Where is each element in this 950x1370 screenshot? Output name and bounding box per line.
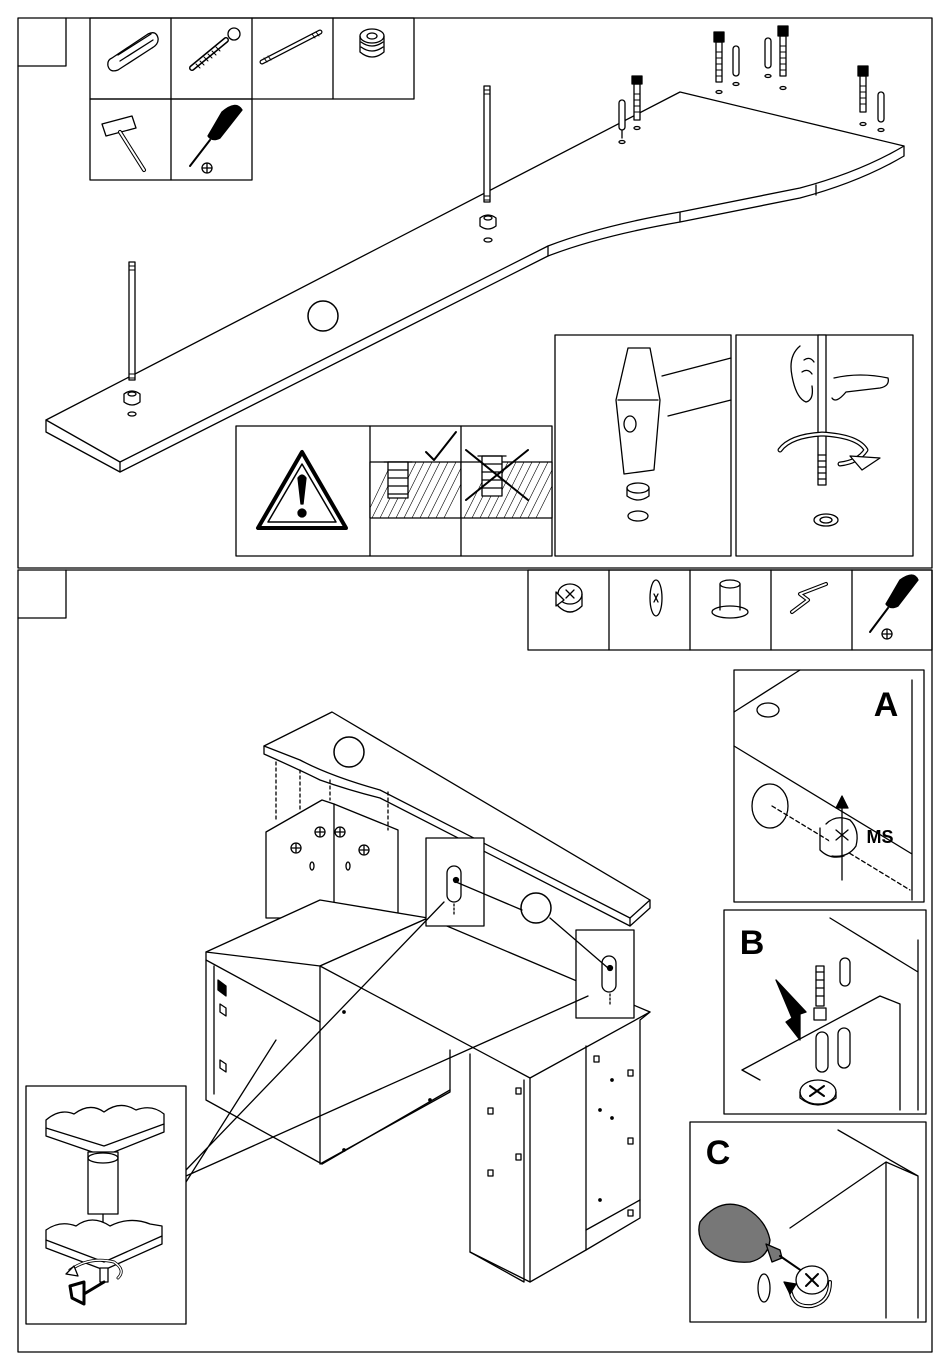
detail-c-box: C <box>690 1122 926 1322</box>
cam-bolt <box>858 66 868 126</box>
phillips-screwdriver-icon <box>870 575 918 639</box>
hammer-icon <box>102 116 144 170</box>
washer-icon <box>758 1274 770 1302</box>
dowel-icon <box>108 33 158 71</box>
dowel <box>765 38 771 78</box>
step-2-parts-table <box>528 570 932 650</box>
part-reference-marker <box>521 893 551 923</box>
dowel <box>878 92 884 132</box>
threaded-rod-icon <box>262 32 320 62</box>
detail-a-box: A MS <box>734 670 924 902</box>
cam-bolt-icon <box>192 28 240 68</box>
detail-b-label: B <box>740 924 765 962</box>
threaded-insert-icon <box>360 29 384 57</box>
cam-lock-icon <box>556 584 582 612</box>
rod-screwing-detail-box <box>736 335 913 556</box>
step-2-number-box <box>18 570 66 618</box>
detail-c-label: C <box>706 1134 731 1172</box>
dowel <box>733 46 739 86</box>
sleeve-callout-2 <box>576 930 634 1018</box>
threaded-rod-middle <box>480 86 496 242</box>
allen-key-icon <box>792 584 826 612</box>
cam-bolt <box>778 26 788 90</box>
step-1-parts-table <box>90 18 414 180</box>
threaded-rod-left <box>124 262 140 416</box>
step-1-number-box <box>18 18 66 66</box>
cam-lock-icon <box>800 1080 836 1105</box>
phillips-screwdriver-icon <box>190 105 242 173</box>
cam-bolt <box>714 32 724 94</box>
connector-detail-box <box>26 1086 186 1324</box>
warning-detail-box <box>236 426 552 556</box>
connector-sleeve-icon <box>712 580 748 618</box>
hammer-insert-detail-box <box>555 335 731 556</box>
desk-assembly-drawing <box>186 712 650 1282</box>
detail-b-box: B <box>724 910 926 1114</box>
washer-icon <box>650 580 662 616</box>
sleeve-callout-1 <box>426 838 484 926</box>
detail-a-label: A <box>874 686 899 724</box>
detail-a-callout: MS <box>867 827 894 847</box>
